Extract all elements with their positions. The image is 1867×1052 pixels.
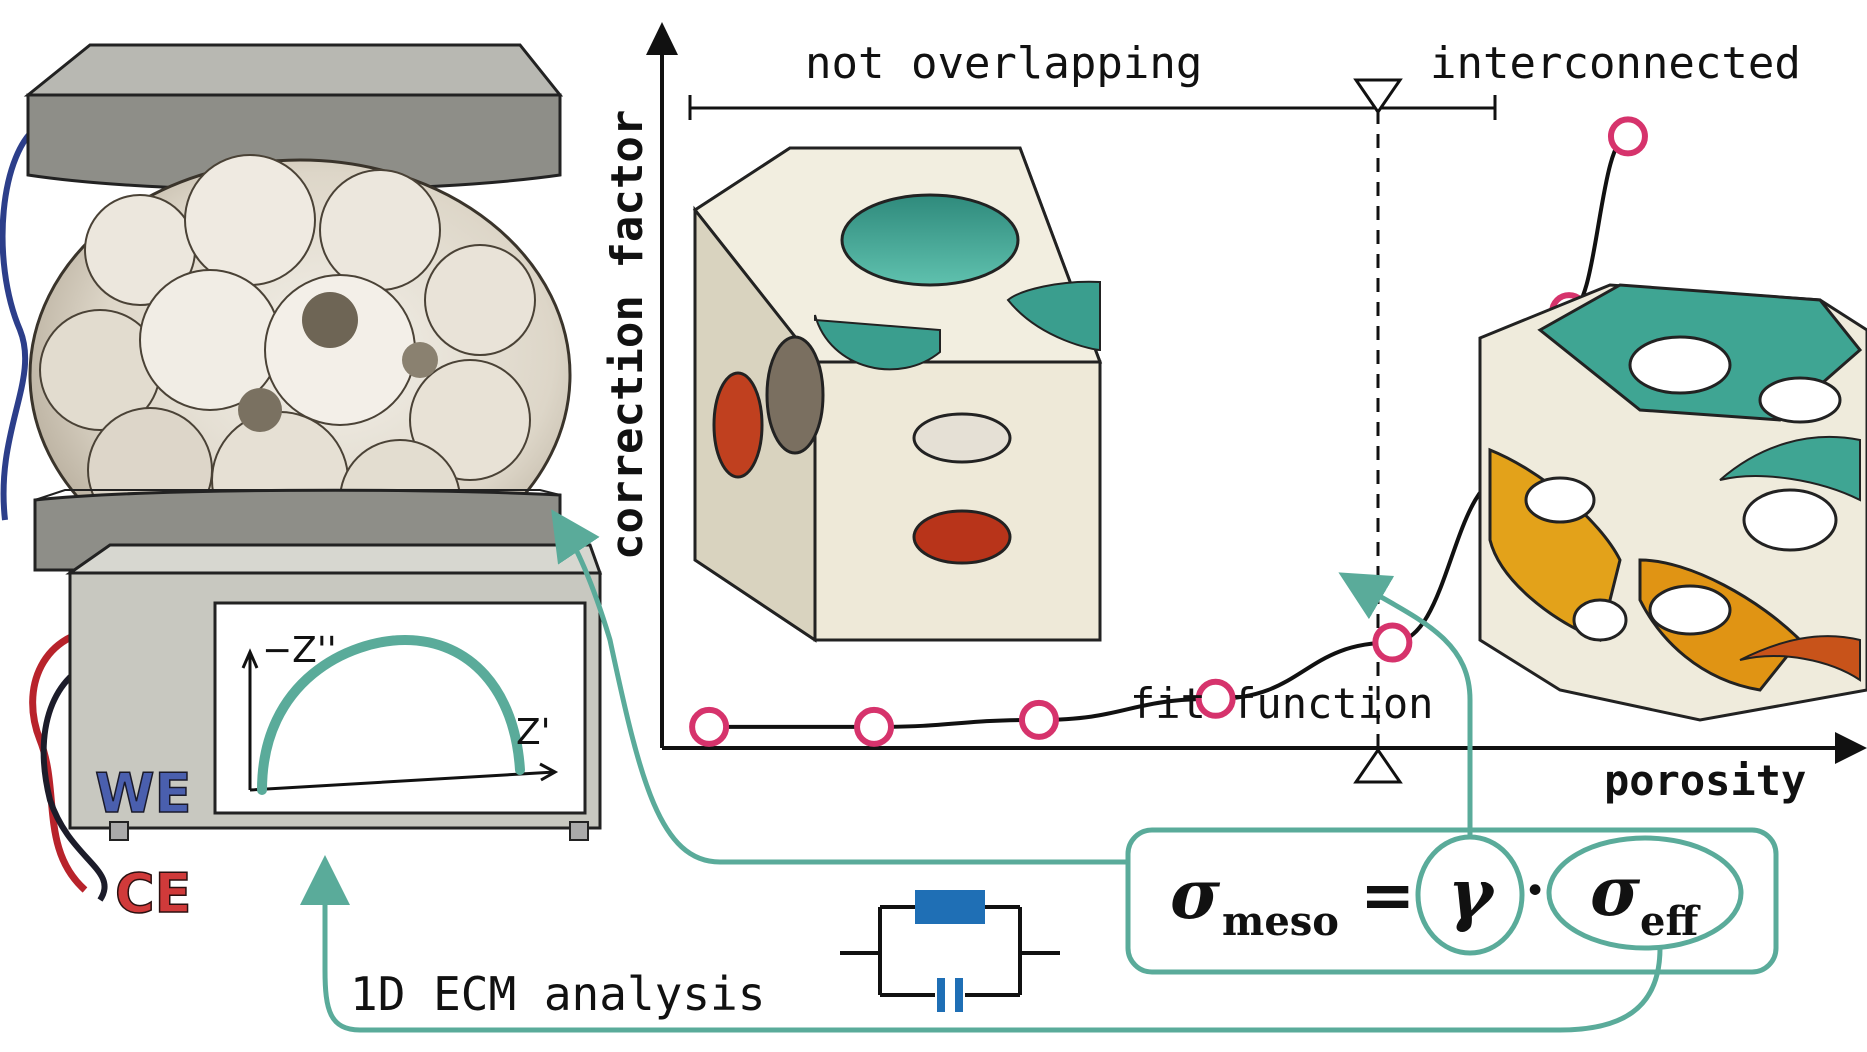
pore-side-dark [765,335,825,455]
ecm-circuit [840,890,1060,1012]
formula-box [1125,827,1779,975]
equals-sign: = [1360,856,1415,934]
threshold-marker-bottom [1353,747,1403,784]
x-axis-arrow [1835,732,1867,764]
blue-cable [0,122,42,521]
unit-cell-not-overlapping [692,146,1103,643]
data-point-4 [1372,622,1413,663]
ecm-label: 1D ECM analysis [350,967,765,1021]
capacitor-plate-right [955,978,963,1012]
dark-cable [40,657,108,902]
we-label-visible: WE [95,762,191,825]
nyquist-axes [241,648,559,792]
fit-function-label: fit function [1130,679,1433,728]
red-cable [29,624,111,893]
dot-operator: · [1525,856,1545,924]
z-real-label: Z' [516,712,551,753]
gamma-symbol: γ [1448,855,1496,935]
region-bracket [688,95,1497,120]
device-top [65,543,603,575]
pore-teal-edge-left [814,314,941,371]
pore-teal-top [840,193,1020,287]
pore-teal-edge-right [1006,280,1101,352]
arrow-formula-to-sample [551,509,1128,865]
capacitor-plate-left [937,978,945,1012]
pore-side-orange [712,371,764,479]
pore-front-orange [912,509,1012,565]
sigma-eff-subscript: eff [1640,898,1700,945]
region-left-label: not overlapping [805,38,1202,89]
y-axis-arrow [646,22,678,55]
data-point-1 [854,706,895,747]
chart-area: correction factor porosity not overlappi… [602,22,1867,805]
top-plate-top [23,43,564,97]
press-illustration: −Z'' Z' WE WE CE [0,43,603,926]
data-point-2 [1018,699,1059,740]
sigma-meso-subscript: meso [1222,898,1339,945]
sigma-eff-symbol: σ [1590,852,1641,932]
data-point-3 [1195,678,1236,719]
region-right-label: interconnected [1430,38,1801,89]
data-point-0 [689,706,730,747]
arrow-sigma-eff-to-ecm [300,855,1663,1033]
threshold-marker-top [1353,78,1403,115]
ce-label: CE [115,862,192,925]
unit-cell-interconnected [1478,283,1867,722]
x-axis-label: porosity [1604,756,1806,805]
sigma-meso-symbol: σ [1170,855,1221,935]
pore-front-light [912,412,1012,464]
z-imag-label: −Z'' [262,630,337,671]
nyquist-semicircle [257,634,525,795]
y-axis-label: correction factor [602,110,653,560]
resistor [915,890,985,924]
data-point-7 [1607,116,1648,157]
sigma-eff-ellipse [1546,835,1744,951]
arrow-gamma-to-fit [1338,572,1473,837]
formula-group: σ meso = γ · σ eff 1D ECM analysis [300,509,1779,1033]
